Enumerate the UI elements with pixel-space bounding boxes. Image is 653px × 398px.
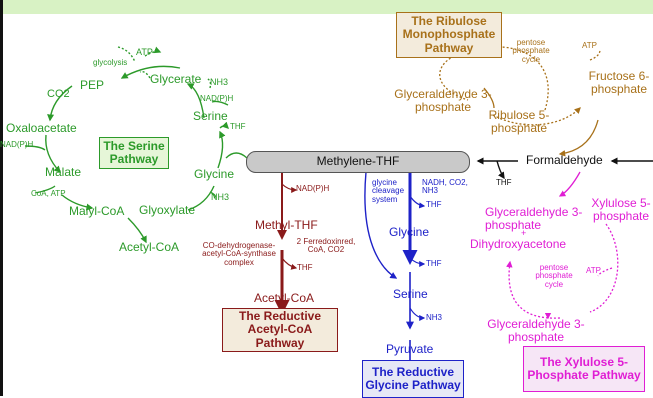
serine-co2: CO2 bbox=[47, 88, 70, 100]
glycine-serine: Serine bbox=[393, 287, 428, 301]
serine-coa-atp: CoA, ATP bbox=[31, 189, 66, 198]
acetyl-nadph: NAD(P)H bbox=[296, 184, 330, 193]
serine-nh3-2: NH3 bbox=[211, 192, 230, 202]
acetyl-thf: THF bbox=[297, 263, 313, 272]
serine-acetyl-coa: Acetyl-CoA bbox=[119, 240, 180, 254]
central-thf-label: THF bbox=[496, 178, 512, 187]
acetyl-cofactors: 2 Ferredoxinred, CoA, CO2 bbox=[296, 237, 356, 255]
xylulose-plus: + bbox=[521, 228, 527, 238]
acetyl-pathway-title: The Reductive Acetyl-CoA Pathway bbox=[222, 308, 338, 352]
left-border bbox=[0, 0, 3, 396]
ribulose-glyceraldehyde: Glyceraldehyde 3-phosphate bbox=[394, 87, 492, 114]
ribulose-atp: ATP bbox=[582, 41, 597, 50]
xylulose-glyceraldehyde-bottom: Glyceraldehyde 3-phosphate bbox=[487, 317, 585, 344]
glycine-system: glycine cleavage system bbox=[372, 178, 405, 204]
glycine-cofactors: NADH, CO2, NH3 bbox=[422, 178, 468, 196]
top-banner bbox=[0, 0, 653, 14]
methylene-thf-label: Methylene-THF bbox=[316, 154, 400, 169]
serine-serine: Serine bbox=[193, 109, 228, 123]
serine-glycolysis: glycolysis bbox=[93, 58, 128, 67]
acetyl-enzyme: CO-dehydrogenase-acetyl-CoA-synthase com… bbox=[202, 241, 276, 267]
serine-thf: THF bbox=[230, 122, 246, 131]
glycine-glycine: Glycine bbox=[389, 225, 430, 239]
xylulose-glyceraldehyde-top: Glyceraldehyde 3-phosphate bbox=[485, 205, 583, 232]
serine-pathway-title: The Serine Pathway bbox=[99, 137, 169, 169]
acetyl-methyl-thf: Methyl-THF bbox=[255, 218, 318, 232]
xylulose-cycle: pentose phosphate cycle bbox=[535, 263, 573, 289]
glycine-nh3: NH3 bbox=[426, 313, 443, 322]
xylulose-xylulose: Xylulose 5-phosphate bbox=[591, 196, 651, 223]
xylulose-pathway-title: The Xylulose 5-Phosphate Pathway bbox=[523, 346, 645, 392]
serine-oxaloacetate: Oxaloacetate bbox=[6, 121, 77, 135]
ribulose-fructose: Fructose 6-phosphate bbox=[588, 69, 650, 96]
serine-nadph-2: NAD(P)H bbox=[0, 140, 34, 149]
glycine-thf-1: THF bbox=[426, 200, 442, 209]
formaldehyde-label: Formaldehyde bbox=[526, 153, 603, 167]
ribulose-pathway-title: The Ribulose Monophosphate Pathway bbox=[396, 12, 502, 58]
xylulose-atp: ATP bbox=[586, 266, 601, 275]
glycine-thf-2: THF bbox=[426, 259, 442, 268]
glycine-pyruvate: Pyruvate bbox=[386, 342, 434, 356]
serine-malate: Malate bbox=[45, 165, 82, 179]
serine-nadph-1: NAD(P)H bbox=[200, 94, 234, 103]
ribulose-cycle: pentose phosphate cycle bbox=[512, 38, 550, 64]
serine-glycerate: Glycerate bbox=[150, 72, 202, 86]
serine-glyoxylate: Glyoxylate bbox=[139, 203, 196, 217]
acetyl-acetyl-coa: Acetyl-CoA bbox=[254, 291, 315, 305]
glycine-pathway-title: The Reductive Glycine Pathway bbox=[362, 360, 464, 398]
serine-glycine: Glycine bbox=[194, 167, 235, 181]
serine-pep: PEP bbox=[80, 78, 105, 92]
xylulose-dihydroxyacetone: Dihydroxyacetone bbox=[470, 237, 567, 251]
ribulose-ribulose: Ribulose 5-phosphate bbox=[488, 108, 550, 135]
serine-atp: ATP bbox=[136, 47, 153, 57]
methylene-thf-node: Methylene-THF bbox=[246, 151, 470, 173]
serine-malyl-coa: Malyl-CoA bbox=[69, 204, 125, 218]
serine-nh3-1: NH3 bbox=[210, 77, 229, 87]
